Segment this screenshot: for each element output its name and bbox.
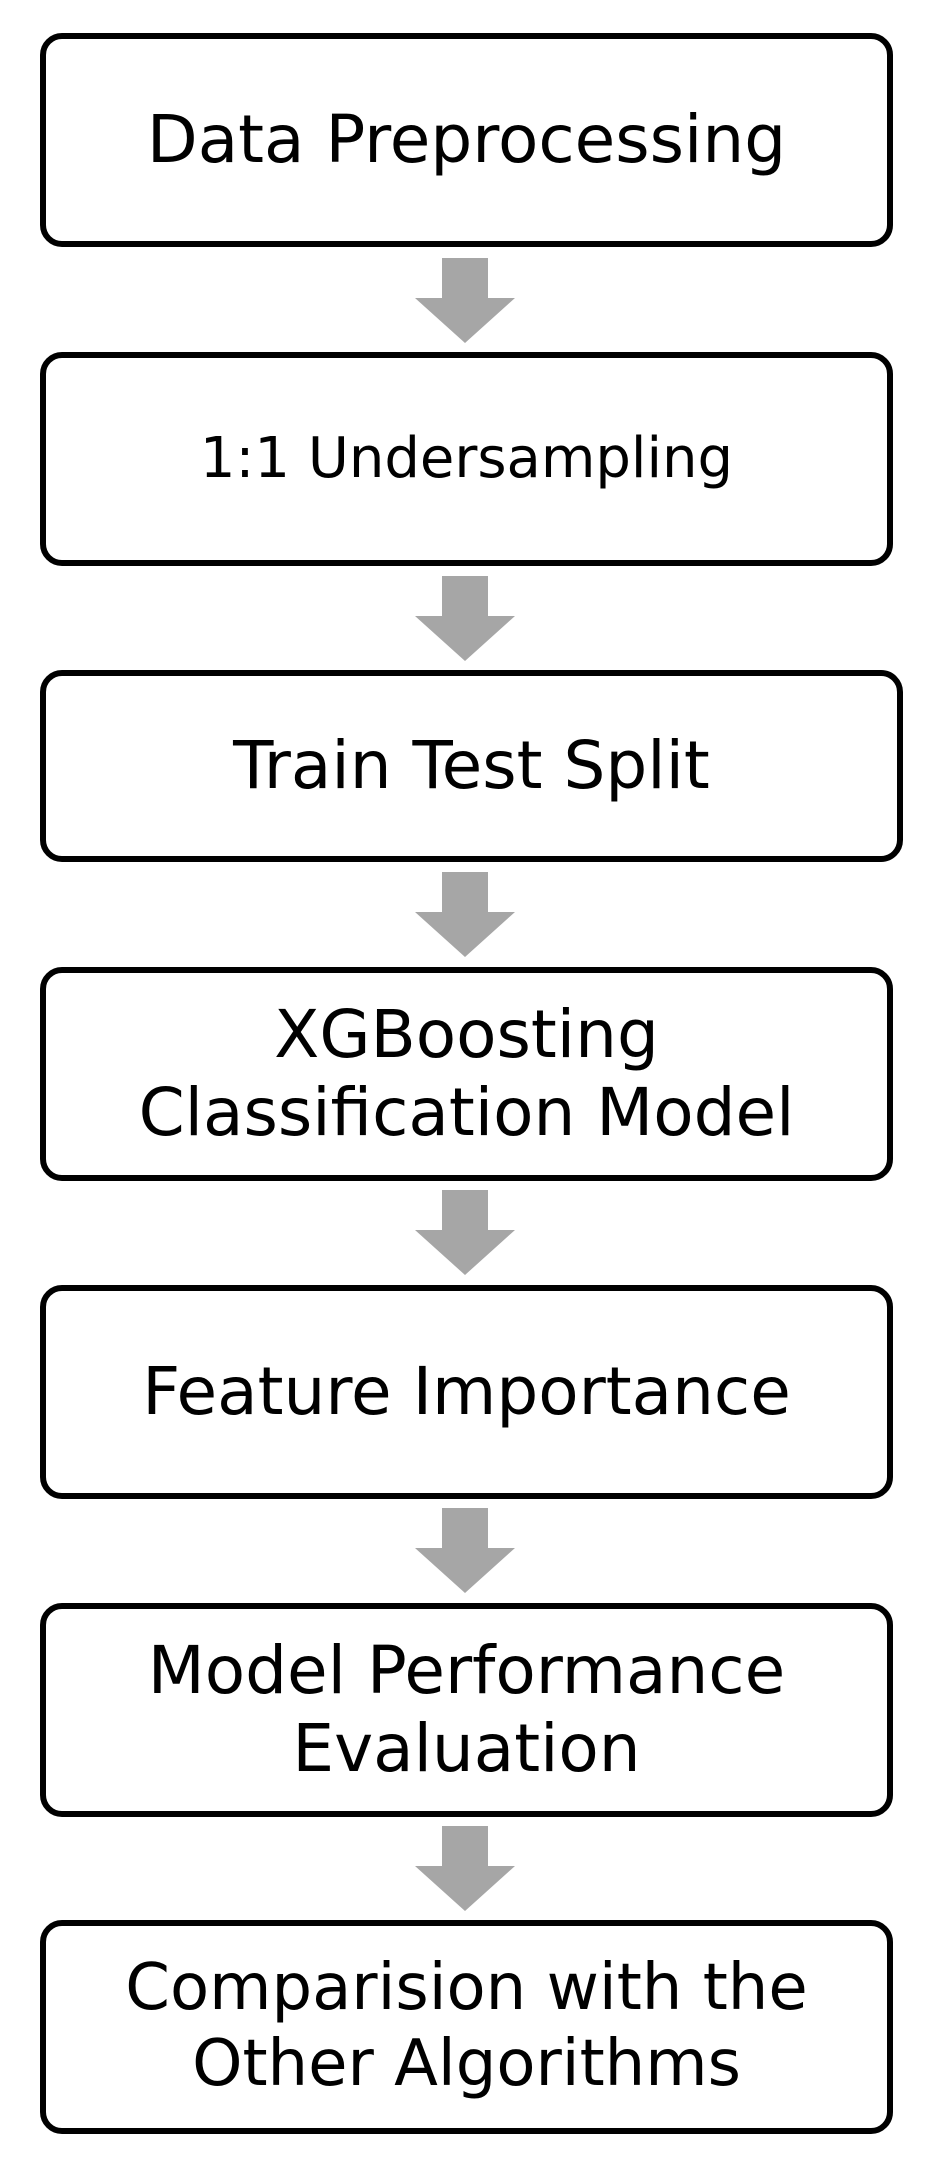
step-model-performance-evaluation: Model Performance Evaluation: [40, 1603, 893, 1817]
step-label: XGBoosting: [274, 996, 659, 1074]
step-label: Model Performance: [147, 1632, 786, 1710]
down-arrow-icon: [415, 872, 515, 957]
step-comparison-with-other-algorithms: Comparision with the Other Algorithms: [40, 1920, 893, 2134]
step-feature-importance: Feature Importance: [40, 1285, 893, 1499]
step-label: 1:1 Undersampling: [199, 425, 734, 491]
step-label: Feature Importance: [142, 1353, 791, 1431]
step-label: Train Test Split: [233, 727, 710, 805]
step-label: Comparision with the: [125, 1951, 808, 2026]
down-arrow-icon: [415, 1190, 515, 1275]
step-xgboosting-model: XGBoosting Classification Model: [40, 967, 893, 1181]
step-undersampling: 1:1 Undersampling: [40, 352, 893, 566]
step-label: Classification Model: [138, 1074, 795, 1151]
down-arrow-icon: [415, 258, 515, 343]
step-data-preprocessing: Data Preprocessing: [40, 33, 893, 247]
step-label: Data Preprocessing: [146, 101, 787, 179]
down-arrow-icon: [415, 1826, 515, 1911]
step-label: Evaluation: [292, 1710, 641, 1787]
down-arrow-icon: [415, 1508, 515, 1593]
step-label: Other Algorithms: [192, 2027, 741, 2101]
step-train-test-split: Train Test Split: [40, 670, 903, 862]
down-arrow-icon: [415, 576, 515, 661]
